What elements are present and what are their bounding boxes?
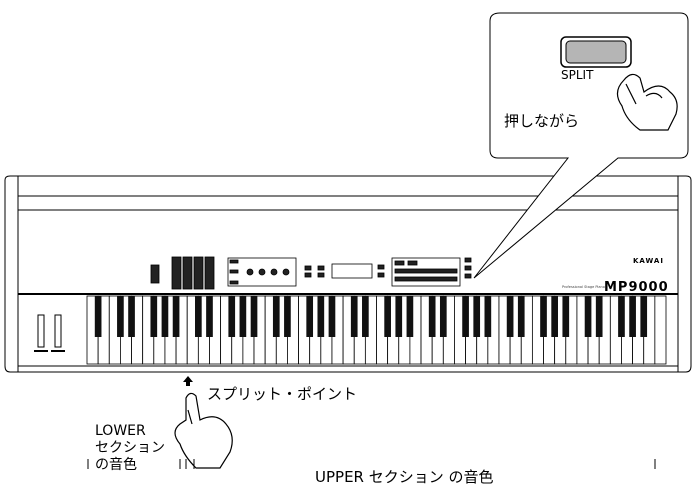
range-ticks xyxy=(87,459,656,469)
black-key xyxy=(462,296,469,337)
black-key xyxy=(317,296,325,337)
black-key xyxy=(439,296,447,337)
lower-label-line-3: の音色 xyxy=(95,457,137,473)
pointing-hand-icon xyxy=(174,392,233,469)
black-key xyxy=(428,296,436,337)
black-key xyxy=(584,296,592,337)
black-key xyxy=(473,296,481,337)
black-key xyxy=(517,296,525,337)
brand-logo: KAWAI xyxy=(633,257,664,265)
black-key xyxy=(618,296,625,337)
black-key xyxy=(150,296,158,337)
black-key xyxy=(284,296,291,337)
black-key xyxy=(206,296,213,337)
black-key xyxy=(94,296,102,337)
model-name: MP9000 xyxy=(604,280,669,295)
black-key xyxy=(172,296,180,337)
piano-body xyxy=(4,175,692,373)
black-key xyxy=(629,296,636,337)
black-key xyxy=(540,296,547,337)
black-key xyxy=(506,296,514,337)
black-key xyxy=(395,296,403,337)
black-key xyxy=(328,296,336,337)
black-key xyxy=(250,296,258,337)
black-key xyxy=(117,296,124,337)
keys xyxy=(86,295,667,365)
lower-label-line-2: セクション xyxy=(95,440,165,456)
split-point-arrow xyxy=(183,376,193,386)
press-instruction: 押しながら xyxy=(504,112,580,130)
black-key xyxy=(562,296,570,337)
upper-section-label: UPPER セクション の音色 xyxy=(315,468,494,486)
black-key xyxy=(640,296,648,337)
lower-label-line-1: LOWER xyxy=(95,423,146,439)
black-key xyxy=(128,296,135,337)
black-key xyxy=(195,296,202,337)
hand-icon xyxy=(616,73,678,131)
black-key xyxy=(272,296,280,337)
black-key xyxy=(306,296,314,337)
black-key xyxy=(406,296,414,337)
split-point-label: スプリット・ポイント xyxy=(207,385,358,403)
black-key xyxy=(239,296,247,337)
black-key xyxy=(484,296,492,337)
white-key xyxy=(654,295,667,365)
lower-section-label: LOWER セクション の音色 xyxy=(95,423,185,474)
black-key xyxy=(384,296,391,337)
split-button-label: SPLIT xyxy=(561,68,594,82)
control-panel xyxy=(150,256,472,290)
black-key xyxy=(362,296,369,337)
black-key xyxy=(161,296,169,337)
wheels xyxy=(34,314,65,352)
black-key xyxy=(595,296,603,337)
black-key xyxy=(228,296,236,337)
model-subtitle: Professional Stage Piano xyxy=(562,285,605,289)
black-key xyxy=(350,296,358,337)
split-button[interactable] xyxy=(560,36,632,68)
black-key xyxy=(551,296,558,337)
